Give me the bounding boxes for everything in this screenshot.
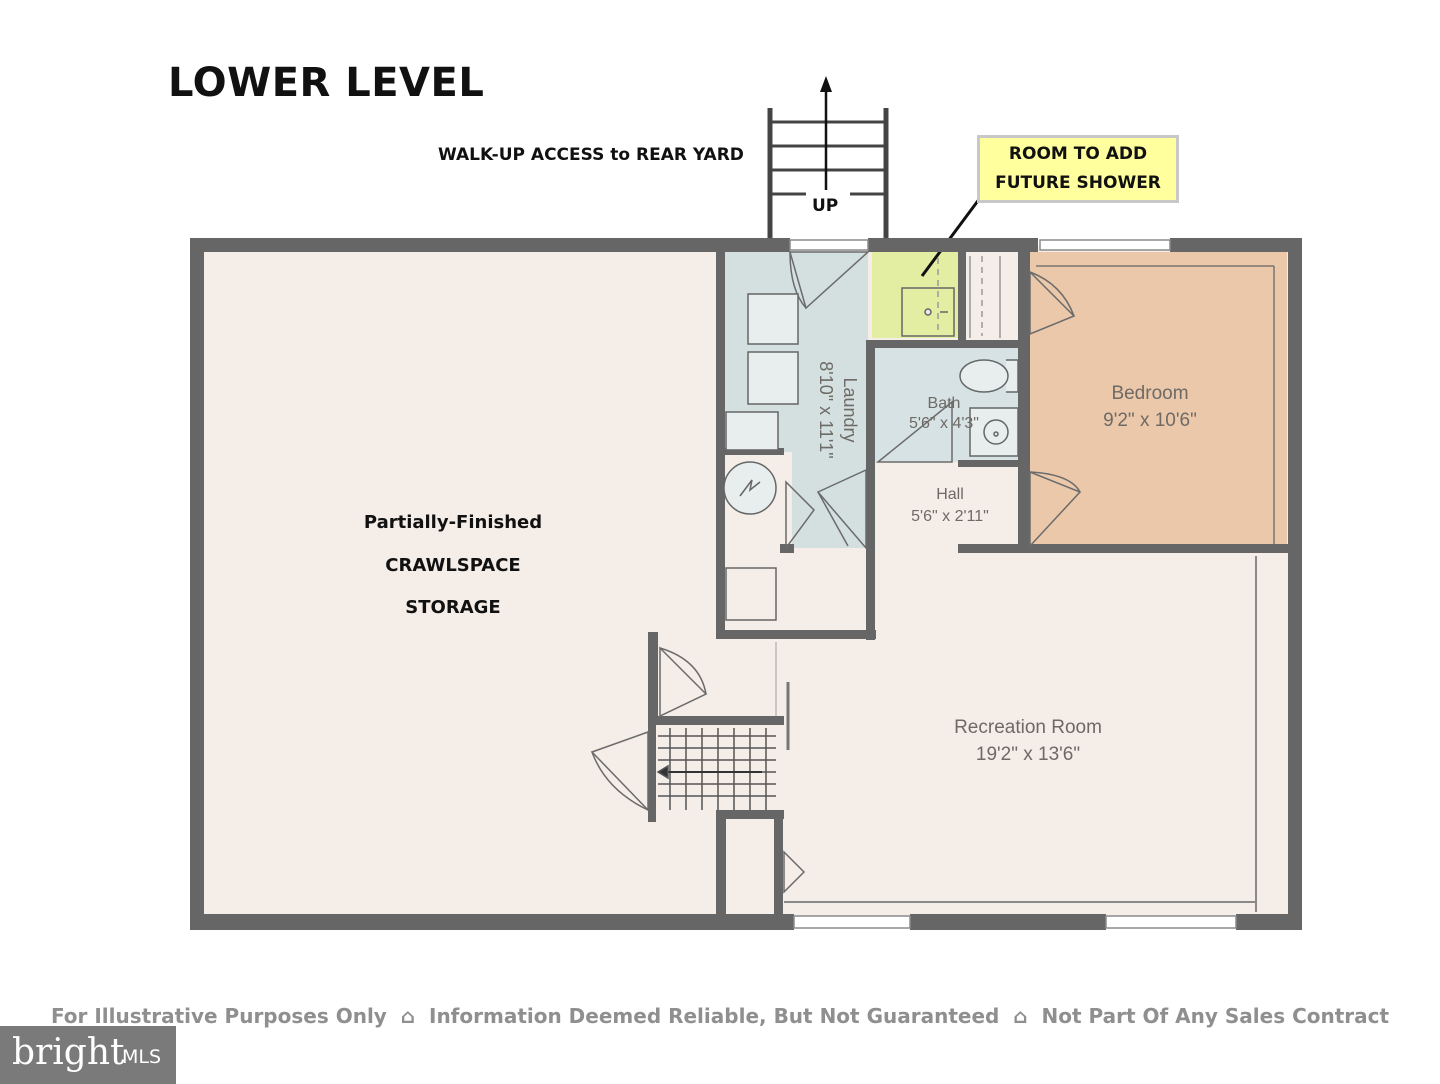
logo-brand: bright: [12, 1032, 125, 1073]
interior-stair: [656, 728, 776, 810]
recreation-dims: 19'2" x 13'6": [975, 744, 1081, 765]
future-shower-note: ROOM TO ADD FUTURE SHOWER: [977, 135, 1179, 203]
door-swings: [590, 251, 1082, 894]
recreation-name: Recreation Room: [954, 717, 1102, 738]
bath-label: Bath 5'6" x 4'3": [884, 394, 1004, 434]
shower-dashes: [937, 256, 983, 336]
hall-label: Hall 5'6" x 2'11": [888, 484, 1012, 528]
stair-up-label: UP: [812, 196, 839, 216]
logo-suffix: MLS: [122, 1046, 162, 1068]
note-line-1: ROOM TO ADD: [1008, 144, 1148, 164]
recreation-label: Recreation Room 19'2" x 13'6": [918, 714, 1138, 768]
disclaimer-footer: For Illustrative Purposes Only ⌂ Informa…: [50, 1004, 1390, 1028]
hall-name: Hall: [936, 486, 964, 503]
walkup-stair: [767, 76, 889, 240]
bedroom-floor: [1030, 252, 1287, 546]
page-title: LOWER LEVEL: [168, 60, 485, 106]
note-line-2: FUTURE SHOWER: [995, 173, 1161, 193]
hall-dims: 5'6" x 2'11": [911, 508, 989, 525]
interior-walls: [648, 246, 1288, 922]
laundry-name: Laundry: [840, 377, 860, 443]
crawlspace-line-1: Partially-Finished: [363, 512, 543, 533]
bedroom-dims: 9'2" x 10'6": [1103, 410, 1197, 431]
bedroom-name: Bedroom: [1111, 383, 1189, 404]
walkup-label: WALK-UP ACCESS to REAR YARD: [438, 145, 744, 165]
outer-walls: [190, 238, 1302, 930]
note-pointer: [920, 197, 982, 277]
crawlspace-line-3: STORAGE: [405, 597, 501, 618]
laundry-label: Laundry 8'10" x 11'1": [814, 330, 862, 490]
bath-dims: 5'6" x 4'3": [909, 415, 979, 432]
bright-mls-logo: bright MLS: [0, 1026, 176, 1084]
bath-name: Bath: [927, 395, 961, 412]
windows: [789, 239, 1237, 929]
bedroom-label: Bedroom 9'2" x 10'6": [1060, 380, 1240, 434]
laundry-dims: 8'10" x 11'1": [816, 361, 836, 459]
crawlspace-line-2: CRAWLSPACE: [385, 555, 521, 576]
fixtures: [723, 287, 1019, 621]
